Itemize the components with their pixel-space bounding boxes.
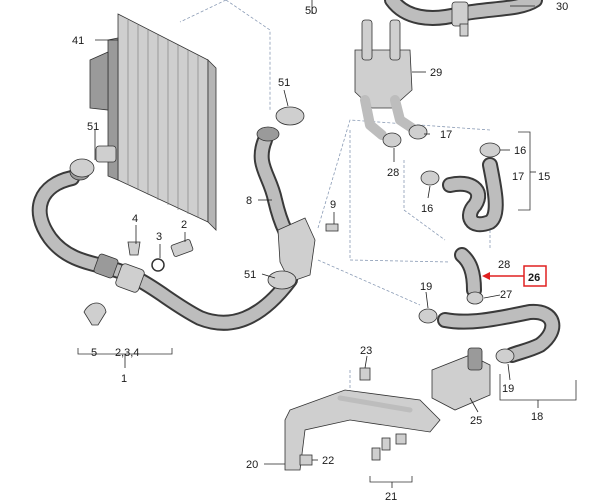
callout-5: 5 [91,347,97,359]
callout-2: 2 [181,219,187,231]
callout-16-lower: 16 [421,203,433,215]
clamps-upper-right [382,124,501,186]
callout-27: 27 [500,289,512,301]
callout-17-right: 17 [512,171,524,183]
callout-25: 25 [470,415,482,427]
callout-22: 22 [322,455,334,467]
callout-8: 8 [246,195,252,207]
callout-28-lower: 28 [498,259,510,271]
callout-23: 23 [360,345,372,357]
callout-19-upper: 19 [420,281,432,293]
hose-18 [418,303,561,364]
callout-51-left: 51 [87,121,99,133]
hose-8 [253,126,316,283]
hose-30 [384,0,543,37]
callout-4: 4 [132,213,138,225]
radiator [89,13,217,231]
callout-15: 15 [538,171,550,183]
valve-29 [354,19,417,140]
hose-17 [442,157,504,233]
callout-20: 20 [246,459,258,471]
callout-21: 21 [385,491,397,503]
callout-1: 1 [121,373,127,385]
pump-25 [431,347,491,411]
callout-18: 18 [531,411,543,423]
callout-labels: 41 51 51 51 4 3 2 8 9 5 2,3,4 1 50 30 29… [72,1,568,503]
callout-9: 9 [330,199,336,211]
highlight-box [523,265,547,287]
bolts [299,367,407,466]
bolt-9 [325,223,339,232]
small-fittings [83,239,194,326]
callout-3: 3 [156,231,162,243]
group-brackets [77,131,577,488]
callout-50: 50 [305,5,317,17]
callout-51-top: 51 [278,77,290,89]
callout-19-lower: 19 [502,383,514,395]
hose-clamps [69,106,305,290]
callout-2-3-4: 2,3,4 [115,347,139,359]
callout-29: 29 [430,67,442,79]
leader-lines [94,0,535,465]
callout-16-right: 16 [514,145,526,157]
bracket-20 [284,389,441,471]
callout-41: 41 [72,35,84,47]
callout-30: 30 [556,1,568,13]
callout-51-mid: 51 [244,269,256,281]
callout-28-upper: 28 [387,167,399,179]
callout-17-upper: 17 [440,129,452,141]
highlighted-callout-26: 26 [482,265,547,287]
hose-26 [454,247,484,305]
callout-26: 26 [528,272,540,284]
